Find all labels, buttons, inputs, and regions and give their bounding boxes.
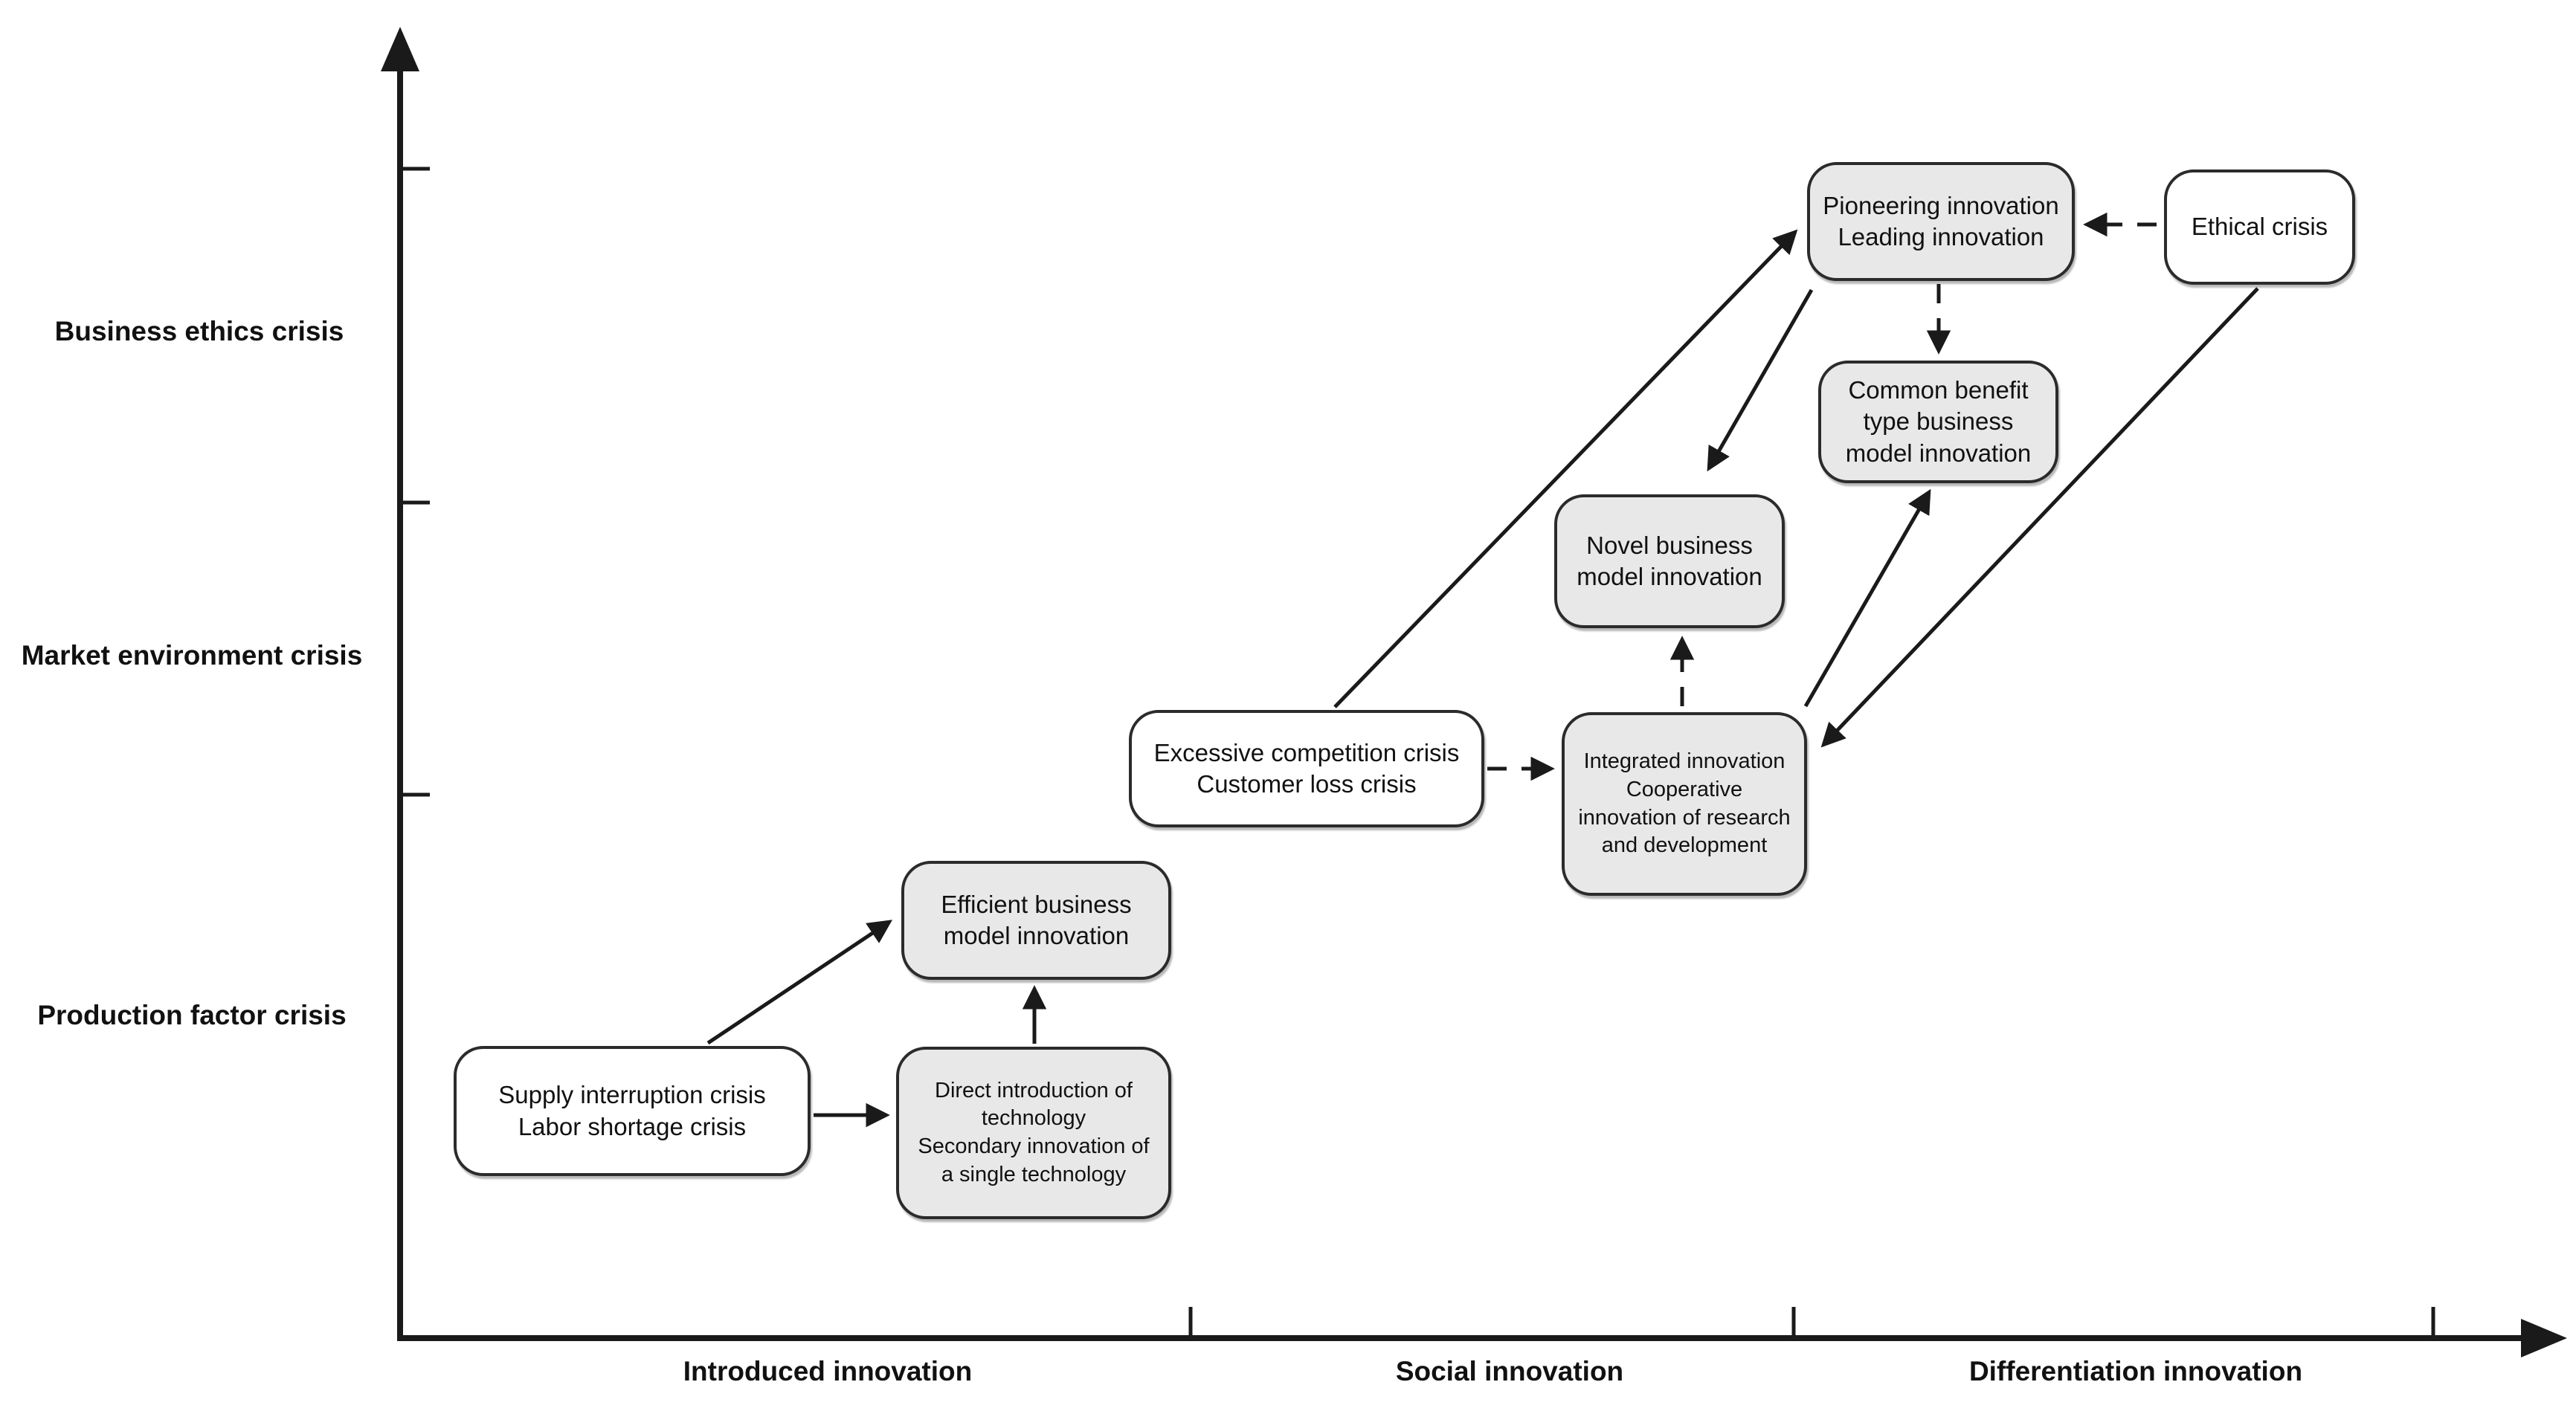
node-supply-interruption-crisis: Supply interruption crisis Labor shortag… (454, 1046, 811, 1176)
x-axis-label-introduced-innovation: Introduced innovation (683, 1356, 973, 1386)
node-excessive-competition-crisis: Excessive competition crisis Customer lo… (1129, 710, 1484, 827)
node-ethical-crisis: Ethical crisis (2164, 169, 2355, 285)
node-common-benefit-business-model-innovation: Common benefit type business model innov… (1818, 361, 2058, 483)
x-axis-label-differentiation-innovation: Differentiation innovation (1968, 1356, 2303, 1386)
y-axis-label-market-environment-crisis: Market environment crisis (21, 640, 363, 671)
edge-pioneering-to-novel (1707, 288, 1814, 472)
node-pioneering-innovation: Pioneering innovation Leading innovation (1807, 162, 2075, 281)
y-axis-label-production-factor-crisis: Production factor crisis (37, 1000, 347, 1030)
x-axis-label-social-innovation: Social innovation (1395, 1356, 1624, 1386)
node-direct-introduction-of-technology: Direct introduction of technology Second… (896, 1047, 1171, 1219)
node-integrated-innovation: Integrated innovation Cooperative innova… (1562, 712, 1807, 896)
node-novel-business-model-innovation: Novel business model innovation (1554, 494, 1785, 628)
edge-integrated-to-common (1803, 488, 1931, 708)
y-axis-arrowhead-icon (381, 27, 419, 71)
x-axis-arrowhead-icon (2521, 1319, 2567, 1357)
edge-supply-to-efficient (706, 920, 893, 1045)
edge-ethical-to-integrated (1820, 287, 2259, 748)
node-efficient-business-model-innovation: Efficient business model innovation (901, 861, 1171, 980)
y-axis-label-business-ethics-crisis: Business ethics crisis (54, 316, 344, 346)
edge-excessive-to-pioneering (1333, 229, 1798, 708)
